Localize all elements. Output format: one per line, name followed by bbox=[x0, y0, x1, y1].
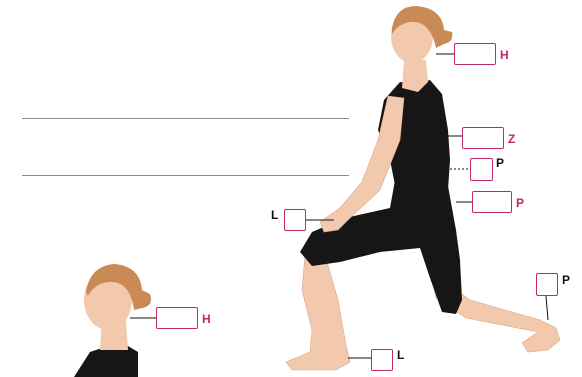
front-shin bbox=[286, 255, 350, 370]
label-head-top: H bbox=[500, 48, 509, 62]
answer-box-head-top[interactable] bbox=[454, 43, 496, 65]
bottom-shoulders bbox=[74, 346, 138, 377]
answer-box-waist[interactable] bbox=[462, 127, 504, 149]
answer-box-hip-pink[interactable] bbox=[472, 191, 512, 213]
label-heel-back: P bbox=[562, 273, 570, 287]
label-waist: Z bbox=[508, 132, 515, 146]
answer-box-heel-back[interactable] bbox=[536, 273, 558, 296]
label-hip-pink: P bbox=[516, 196, 524, 210]
label-foot-front: L bbox=[397, 348, 404, 362]
answer-box-foot-front[interactable] bbox=[371, 349, 393, 371]
answer-box-head-bottom[interactable] bbox=[156, 307, 198, 329]
leader-heel-back bbox=[546, 296, 548, 320]
answer-box-hip-dotted[interactable] bbox=[470, 158, 493, 181]
answer-box-knee-front[interactable] bbox=[284, 209, 306, 231]
label-head-bottom: H bbox=[202, 312, 211, 326]
label-knee-front: L bbox=[271, 208, 278, 222]
label-hip-dotted: P bbox=[496, 156, 504, 170]
